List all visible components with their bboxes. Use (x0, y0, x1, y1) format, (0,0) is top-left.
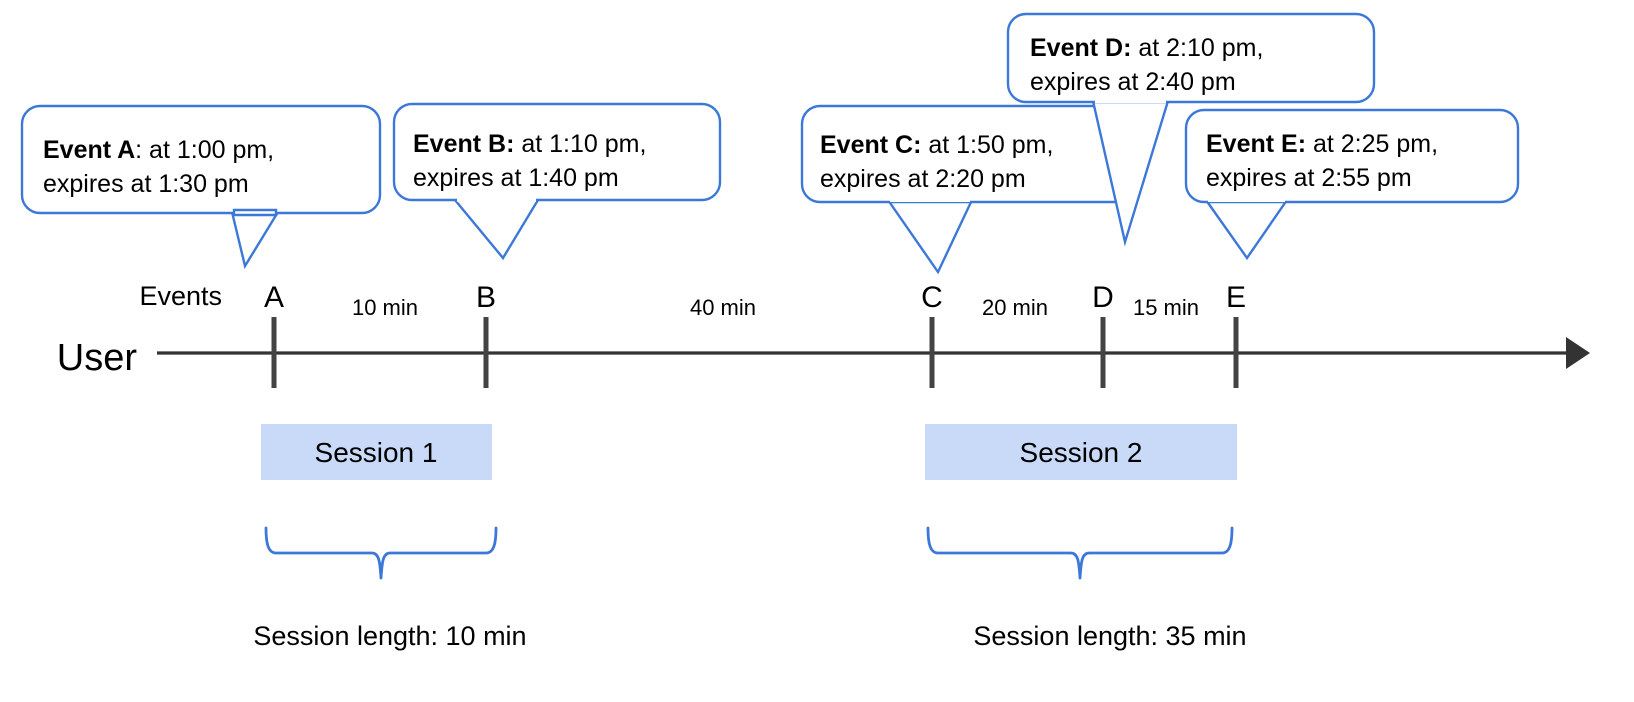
callout-a-lead-suffix: : (135, 136, 142, 164)
event-letter-a: A (264, 281, 284, 314)
callout-b-rest: at 1:10 pm, (514, 130, 646, 158)
callout-e-line2: expires at 2:55 pm (1206, 164, 1412, 192)
callout-e-lead: Event E: (1206, 130, 1306, 158)
session-2-label: Session 2 (1020, 437, 1143, 468)
callout-d-rest: at 2:10 pm, (1131, 34, 1263, 62)
events-row-label: Events (139, 281, 222, 311)
session-2-brace (926, 526, 1234, 580)
callout-a-lead: Event A (43, 136, 135, 164)
callout-e-tail (1203, 198, 1290, 261)
session-1-length-label: Session length: 10 min (253, 621, 526, 651)
callout-d-lead: Event D: (1030, 34, 1131, 62)
callout-c-lead: Event C: (820, 131, 921, 159)
event-letter-e: E (1226, 281, 1246, 314)
callout-e-line1: Event E: at 2:25 pm, (1206, 130, 1438, 158)
callout-event-b[interactable]: Event B: at 1:10 pm, expires at 1:40 pm (392, 102, 722, 261)
callout-c-rest: at 1:50 pm, (921, 131, 1053, 159)
callout-event-a[interactable]: Event A: at 1:00 pm, expires at 1:30 pm (20, 104, 382, 270)
session-1-box (261, 424, 492, 480)
callout-event-e[interactable]: Event E: at 2:25 pm, expires at 2:55 pm (1184, 108, 1520, 261)
gap-label-b-c: 40 min (690, 295, 756, 320)
callout-d-line1: Event D: at 2:10 pm, (1030, 34, 1263, 62)
callout-a-tail (230, 210, 281, 270)
callout-a-rest: at 1:00 pm, (142, 136, 274, 164)
callout-b-box (392, 102, 722, 202)
callout-b-tail-join (457, 197, 536, 202)
callout-c-tail (885, 198, 974, 275)
callout-e-box (1184, 108, 1520, 204)
callout-d-line2: expires at 2:40 pm (1030, 68, 1236, 96)
event-letter-b: B (476, 281, 496, 314)
event-letter-c: C (921, 281, 943, 314)
callout-event-c[interactable]: Event C: at 1:50 pm, expires at 2:20 pm (800, 104, 1138, 275)
callout-d-tail-join (1095, 98, 1166, 103)
callout-d-box (1006, 12, 1376, 104)
callout-b-tail (452, 198, 541, 261)
session-2-box (925, 424, 1237, 480)
session-1-group[interactable]: Session 1 Session length: 10 min (253, 424, 527, 651)
gap-label-d-e: 15 min (1133, 295, 1199, 320)
gap-label-c-d: 20 min (982, 295, 1048, 320)
callout-a-line1: Event A: at 1:00 pm, (43, 136, 274, 164)
callout-event-d[interactable]: Event D: at 2:10 pm, expires at 2:40 pm (1006, 12, 1376, 247)
session-2-group[interactable]: Session 2 Session length: 35 min (925, 424, 1247, 651)
session-1-label: Session 1 (315, 437, 438, 468)
user-row-label: User (57, 337, 138, 379)
callout-c-line2: expires at 2:20 pm (820, 165, 1026, 193)
callout-e-tail-join (1208, 197, 1285, 202)
session-2-length-label: Session length: 35 min (973, 621, 1246, 651)
callout-b-line2: expires at 1:40 pm (413, 164, 619, 192)
event-letter-d: D (1092, 281, 1114, 314)
callout-a-line2: expires at 1:30 pm (43, 170, 249, 198)
timeline-arrowhead (1566, 337, 1590, 369)
callout-c-line1: Event C: at 1:50 pm, (820, 131, 1053, 159)
callout-a-box (20, 104, 382, 215)
gap-label-a-b: 10 min (352, 295, 418, 320)
callout-b-lead: Event B: (413, 130, 514, 158)
callout-e-rest: at 2:25 pm, (1306, 130, 1438, 158)
session-1-brace (264, 526, 498, 580)
callout-c-tail-join (890, 197, 970, 202)
callout-a-tail-join (232, 208, 278, 217)
callout-b-line1: Event B: at 1:10 pm, (413, 130, 646, 158)
